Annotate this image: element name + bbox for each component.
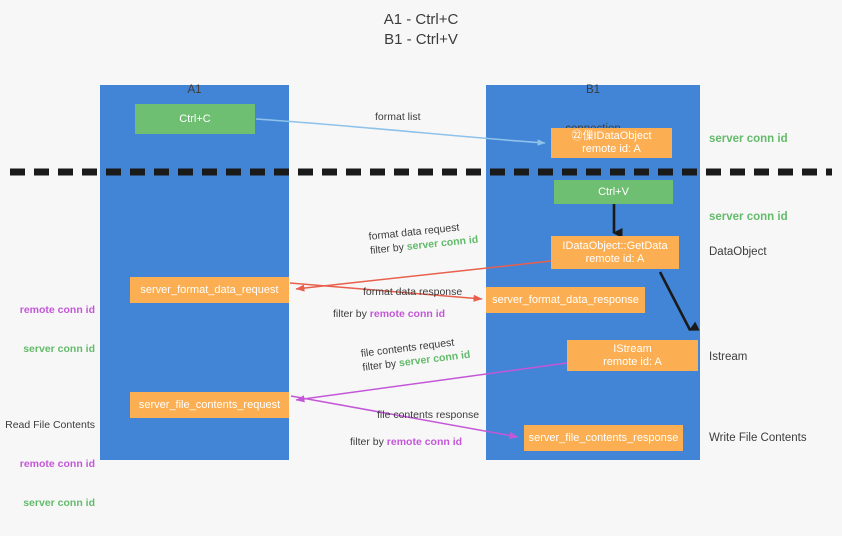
side-label-istream: Istream <box>709 351 748 363</box>
side-label-server-conn-id-top: server conn id <box>709 133 788 145</box>
edge-label-format-data-response-text: format data response <box>363 286 463 298</box>
box-server-format-data-response-label: server_format_data_response <box>492 293 639 306</box>
left-annotation-server-conn-id-1: server conn id <box>23 343 95 355</box>
arrow-file-contents-response <box>290 395 519 440</box>
arrow-format-data-request <box>295 260 552 292</box>
box-server-file-contents-response-label: server_file_contents_response <box>528 431 679 444</box>
left-annotation-file-contents: Read File Contents remote conn id server… <box>0 393 95 536</box>
edge-label-file-contents-response: file contents response filter by remote … <box>350 408 479 449</box>
column-header-a1-name: A1 <box>187 84 202 96</box>
box-server-file-contents-request[interactable]: server_file_contents_request <box>130 392 289 418</box>
side-label-server-conn-id-mid: server conn id <box>709 211 788 223</box>
left-annotation-server-conn-id-2: server conn id <box>23 497 95 509</box>
box-idataobject-line2: remote id: A <box>582 143 641 155</box>
box-server-format-data-request-label: server_format_data_request <box>140 283 279 296</box>
filter-value: remote conn id <box>369 308 446 320</box>
diagram-title: A1 - Ctrl+C B1 - Ctrl+V <box>383 11 459 48</box>
diagram-canvas: A1 - Ctrl+C B1 - Ctrl+V A1 remote B1 con… <box>0 11 832 509</box>
box-ctrl-c-label: Ctrl+C <box>179 112 211 125</box>
box-ctrl-v[interactable]: Ctrl+V <box>554 180 673 204</box>
box-ctrl-v-label: Ctrl+V <box>598 185 629 198</box>
left-annotation-remote-conn-id-2: remote conn id <box>19 458 95 470</box>
box-server-file-contents-request-label: server_file_contents_request <box>138 398 281 411</box>
arrow-format-list <box>255 118 546 146</box>
box-idataobject-getdata-line2: remote id: A <box>585 252 645 265</box>
filter-prefix: filter by <box>333 308 370 320</box>
box-idataobject-getdata-line1: IDataObject::GetData <box>562 239 668 252</box>
edge-label-format-list: format list <box>375 111 421 123</box>
left-annotation-remote-conn-id-1: remote conn id <box>19 304 95 316</box>
box-server-format-data-response[interactable]: server_format_data_response <box>486 287 645 313</box>
edge-label-file-contents-response-filter: filter by remote conn id <box>350 422 479 449</box>
box-idataobject[interactable]: ㉒㑿IDataObject remote id: A <box>551 128 672 158</box>
edge-label-file-contents-response-text: file contents response <box>377 409 480 421</box>
arrow-file-contents-request <box>295 362 568 403</box>
box-istream[interactable]: IStream remote id: A <box>567 340 698 371</box>
filter-prefix: filter by <box>369 241 408 257</box>
side-label-dataobject: DataObject <box>709 246 767 258</box>
edge-label-format-data-response-filter: filter by remote conn id <box>333 299 462 321</box>
column-header-b1-name: B1 <box>585 84 601 96</box>
box-ctrl-c[interactable]: Ctrl+C <box>135 104 255 134</box>
box-istream-line1: IStream <box>613 342 652 355</box>
edge-label-format-data-response: format data response filter by remote co… <box>333 285 462 321</box>
filter-prefix: filter by <box>350 436 387 448</box>
box-server-format-data-request[interactable]: server_format_data_request <box>130 277 289 303</box>
filter-value: remote conn id <box>386 436 463 448</box>
box-server-file-contents-response[interactable]: server_file_contents_response <box>524 425 683 451</box>
box-idataobject-line1: ㉒㑿IDataObject <box>571 130 652 142</box>
arrow-getdata-to-istream <box>658 271 700 331</box>
box-istream-line2: remote id: A <box>603 355 662 368</box>
side-label-write-file-contents: Write File Contents <box>709 432 807 444</box>
arrow-format-data-response <box>289 282 483 302</box>
left-annotation-read-file-contents: Read File Contents <box>5 419 95 431</box>
left-annotation-format: remote conn id server conn id <box>0 278 95 382</box>
box-idataobject-getdata[interactable]: IDataObject::GetData remote id: A <box>551 236 679 269</box>
